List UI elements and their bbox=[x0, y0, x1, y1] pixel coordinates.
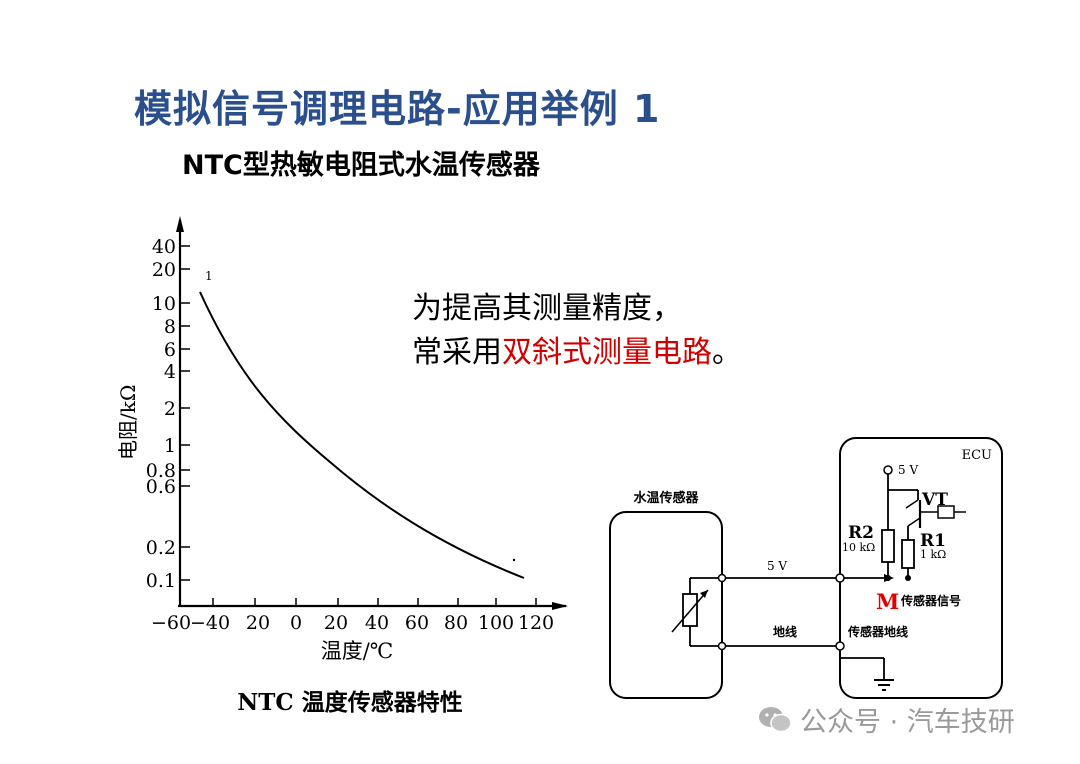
ecu-box bbox=[839, 437, 1003, 699]
note-suffix: 。 bbox=[712, 335, 742, 370]
note-line-1: 为提高其测量精度， bbox=[412, 291, 682, 326]
watermark-text: 公众号 · 汽车技研 bbox=[800, 707, 1015, 738]
page-subtitle: NTC型热敏电阻式水温传感器 bbox=[182, 150, 540, 181]
r1-value: 1 kΩ bbox=[920, 548, 946, 561]
curve-marker: 1 bbox=[205, 269, 213, 283]
y-tick-label: 0.6 bbox=[146, 476, 176, 498]
x-tick-label: 60 bbox=[405, 612, 429, 634]
r1-label: R1 bbox=[920, 531, 946, 551]
x-tick-label: 120 bbox=[518, 612, 554, 634]
note-prefix: 常采用 bbox=[412, 335, 502, 370]
y-tick-label: 10 bbox=[152, 293, 176, 315]
note-highlight: 双斜式测量电路 bbox=[502, 335, 712, 370]
y-axis-arrow bbox=[176, 216, 184, 232]
r2-value: 10 kΩ bbox=[842, 541, 875, 554]
graph-caption: NTC 温度传感器特性 bbox=[237, 689, 462, 716]
y-tick-label: 6 bbox=[164, 339, 176, 361]
ground-wire-label: 地线 bbox=[773, 624, 797, 639]
y-tick-label: 0.8 bbox=[146, 460, 176, 482]
y-tick-label: 4 bbox=[164, 361, 176, 383]
y-tick-label: 0.1 bbox=[146, 570, 176, 592]
x-tick-label: 100 bbox=[478, 612, 514, 634]
x-tick-label: −60 bbox=[151, 612, 191, 634]
ntc-curve bbox=[199, 291, 525, 579]
x-tick-label: −40 bbox=[190, 612, 230, 634]
stray-dot bbox=[512, 558, 516, 562]
x-tick-label: 0 bbox=[290, 612, 302, 634]
x-tick-label: 80 bbox=[444, 612, 468, 634]
resistor-r1 bbox=[901, 539, 915, 569]
resistor-r2 bbox=[881, 529, 895, 563]
supply-label: 5 V bbox=[898, 463, 918, 477]
page-title: 模拟信号调理电路-应用举例 1 bbox=[134, 87, 661, 131]
sensor-label: 水温传感器 bbox=[633, 490, 699, 506]
sensor-ground-label: 传感器地线 bbox=[847, 624, 908, 639]
node-m-label: M bbox=[876, 589, 899, 614]
y-tick-label: 2 bbox=[164, 398, 176, 420]
wire-5v-label: 5 V bbox=[767, 559, 787, 573]
y-tick-label: 0.2 bbox=[146, 537, 176, 559]
r2-label: R2 bbox=[848, 523, 874, 543]
x-tick-label: 20 bbox=[246, 612, 270, 634]
y-tick-label: 40 bbox=[152, 236, 176, 258]
x-tick-label: 20 bbox=[324, 612, 348, 634]
x-tick-label: 40 bbox=[365, 612, 389, 634]
wechat-icon bbox=[759, 706, 792, 732]
x-axis-arrow bbox=[552, 602, 568, 610]
watermark: 公众号 · 汽车技研 bbox=[758, 700, 1015, 739]
ecu-label: ECU bbox=[962, 448, 992, 463]
vt-label: VT bbox=[921, 490, 948, 510]
signal-label: 传感器信号 bbox=[900, 593, 961, 608]
note-line-2: 常采用双斜式测量电路。 bbox=[412, 327, 742, 371]
y-tick-label: 20 bbox=[152, 259, 176, 281]
sensor-box bbox=[609, 511, 723, 699]
y-axis-label: 电阻/kΩ bbox=[116, 385, 140, 460]
x-axis-label: 温度/℃ bbox=[321, 639, 394, 663]
y-tick-label: 1 bbox=[164, 435, 176, 457]
y-tick-label: 8 bbox=[164, 316, 176, 338]
